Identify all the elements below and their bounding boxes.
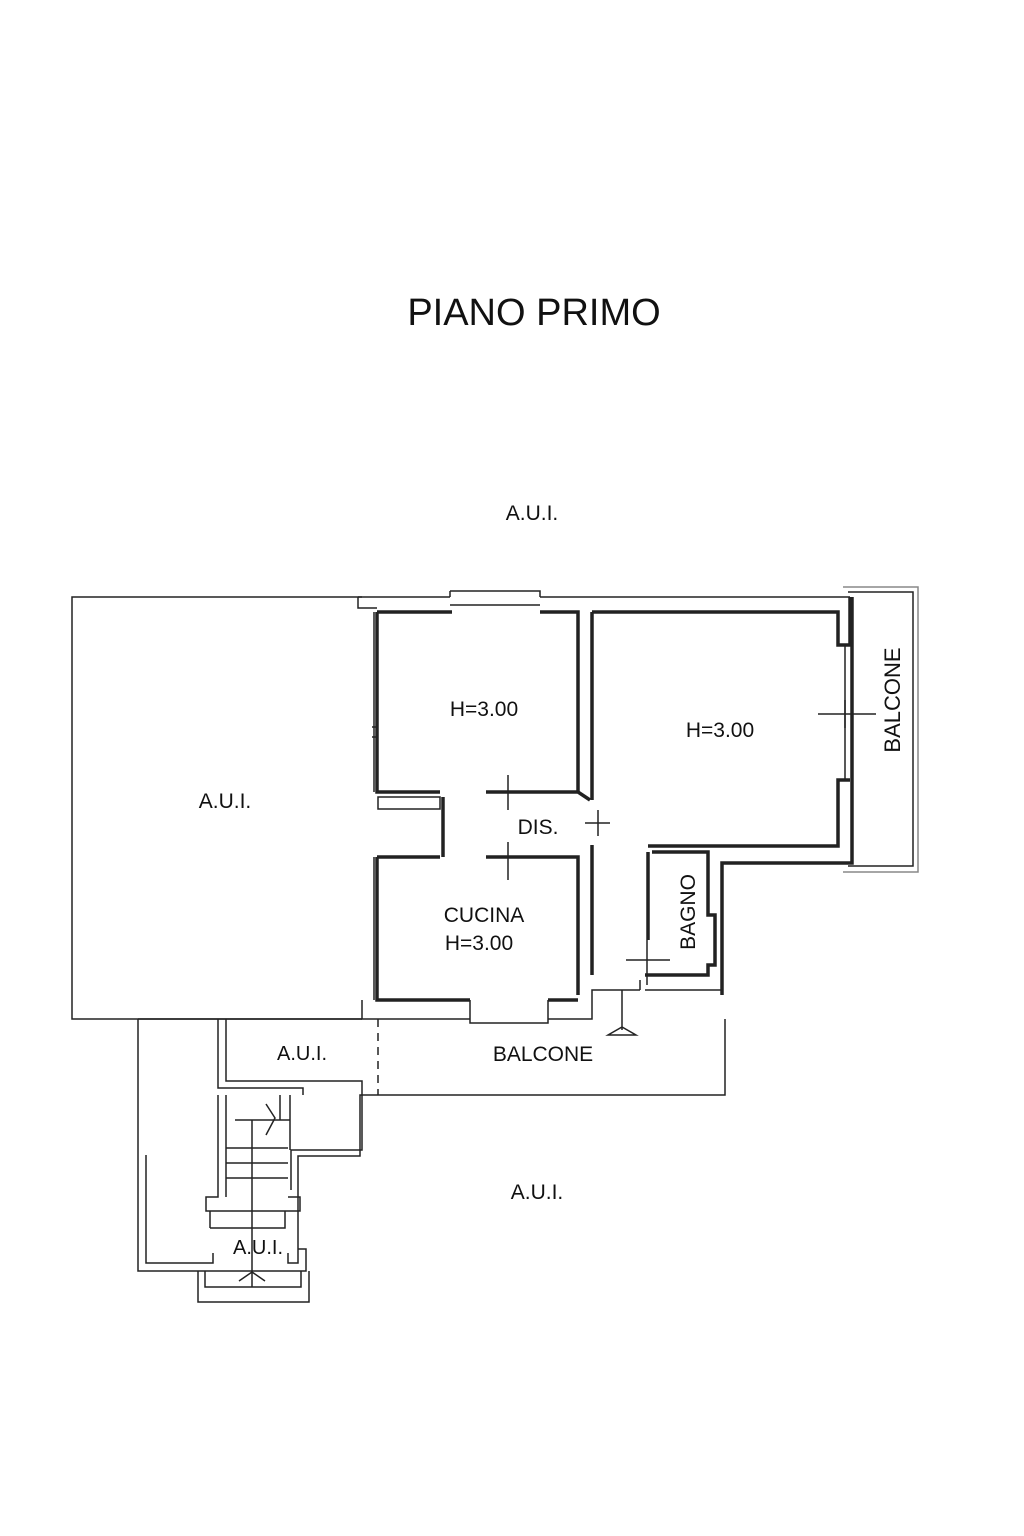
label-kitchen-name: CUCINA — [444, 904, 525, 927]
exterior-walls — [357, 586, 919, 1024]
label-aui-balcony-left: A.U.I. — [277, 1043, 327, 1065]
label-aui-left: A.U.I. — [199, 790, 252, 813]
plan-title: PIANO PRIMO — [407, 292, 660, 334]
label-room1-height: H=3.00 — [450, 698, 518, 721]
label-dis: DIS. — [518, 816, 559, 839]
balcony-and-stairs — [137, 990, 726, 1303]
label-aui-stairs: A.U.I. — [233, 1237, 283, 1259]
label-aui-top: A.U.I. — [506, 502, 559, 525]
label-kitchen-height: H=3.00 — [445, 932, 513, 955]
label-bagno: BAGNO — [677, 874, 700, 950]
label-balcone-bottom: BALCONE — [493, 1043, 593, 1066]
label-room2-height: H=3.00 — [686, 719, 754, 742]
label-balcone-right: BALCONE — [880, 647, 905, 752]
label-aui-bottom-right: A.U.I. — [511, 1181, 564, 1204]
